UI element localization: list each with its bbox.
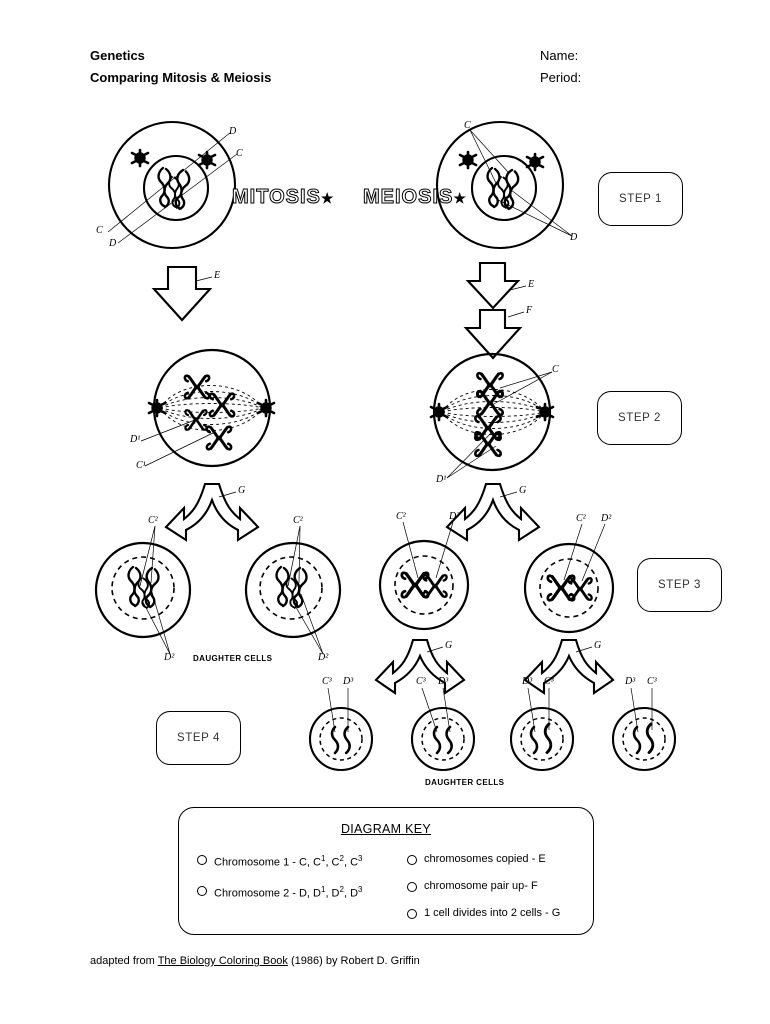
step-2-box[interactable]: STEP 2 [597, 391, 682, 445]
caption-daughter-cells-mitosis: DAUGHTER CELLS [193, 654, 273, 663]
label-step1-mitosis-c-bottom: C [96, 225, 103, 236]
label-step4-cell1-d3: D³ [343, 676, 354, 687]
label-step2-meiosis-c: C [552, 364, 559, 375]
attribution-book-title: The Biology Coloring Book [157, 955, 288, 967]
label-arrow-meiosis-g2a: G [445, 640, 453, 651]
step3-meiosis-cell-left [378, 521, 470, 631]
step-4-box[interactable]: STEP 4 [156, 711, 241, 765]
step4-cell-4 [611, 687, 677, 772]
key-item-label: Chromosome 1 - C, C1, C2, C3 [214, 854, 363, 869]
key-item-label: chromosome pair up- F [424, 880, 538, 892]
label-step3-meiosis-left-c2: C² [396, 511, 406, 522]
key-item-cell-divides[interactable]: 1 cell divides into 2 cells - G [407, 906, 560, 920]
label-step4-cell1-c3: C³ [322, 676, 332, 687]
step4-cell-1 [308, 687, 374, 772]
label-arrow-mitosis-g: G [238, 485, 246, 496]
step-1-box[interactable]: STEP 1 [598, 172, 683, 226]
name-label: Name: [540, 48, 579, 63]
key-item-label: chromosomes copied - E [424, 853, 546, 865]
label-step3-mitosis-left-d2: D² [164, 652, 175, 663]
page-title: Genetics [90, 48, 145, 63]
key-item-label: Chromosome 2 - D, D1, D2, D3 [214, 884, 363, 900]
label-step4-cell3-c3: C³ [544, 676, 554, 687]
diagram-key-box: DIAGRAM KEY Chromosome 1 - C, C1, C2, C3… [178, 807, 594, 935]
key-item-chromosome-pair-up[interactable]: chromosome pair up- F [407, 879, 560, 893]
step4-cell-3 [509, 687, 575, 772]
step3-mitosis-cell-right [244, 525, 342, 655]
mitosis-heading: MITOSIS★ [232, 186, 335, 209]
caption-daughter-cells-meiosis: DAUGHTER CELLS [425, 778, 505, 787]
page-subtitle: Comparing Mitosis & Meiosis [90, 70, 272, 85]
label-step1-meiosis-c: C [464, 120, 471, 131]
label-step1-mitosis-d-bottom: D [109, 238, 117, 249]
key-item-chromosomes-copied[interactable]: chromosomes copied - E [407, 852, 560, 866]
label-step3-mitosis-right-c2: C² [293, 515, 303, 526]
step3-mitosis-cell-left [94, 525, 192, 655]
attribution-suffix: (1986) by Robert D. Griffin [287, 955, 420, 967]
label-step3-meiosis-right-c2: C² [576, 513, 586, 524]
label-step2-mitosis-c1: C¹ [136, 460, 146, 471]
key-item-chromosome-1[interactable]: Chromosome 1 - C, C1, C2, C3 [197, 852, 362, 870]
label-step4-cell4-d3: D³ [625, 676, 636, 687]
label-arrow-meiosis-g1: G [519, 485, 527, 496]
label-step1-mitosis-c-top: C [236, 148, 243, 159]
key-item-label: 1 cell divides into 2 cells - G [424, 907, 561, 919]
label-step1-mitosis-d-top: D [229, 126, 237, 137]
attribution-prefix: adapted from [90, 955, 158, 967]
label-step3-meiosis-left-d2: D² [449, 511, 460, 522]
arrow-meiosis-pair [463, 308, 525, 360]
label-step2-mitosis-d1: D¹ [130, 434, 141, 445]
star-glyph: ★ [453, 190, 467, 206]
step-3-box[interactable]: STEP 3 [637, 558, 722, 612]
label-step3-mitosis-left-c2: C² [148, 515, 158, 526]
label-step4-cell2-c3: C³ [416, 676, 426, 687]
diagram-key-left-column: Chromosome 1 - C, C1, C2, C3 Chromosome … [197, 852, 362, 913]
arrow-mitosis-copy [151, 265, 213, 322]
step3-meiosis-cell-right [523, 523, 615, 634]
checkbox-circle-icon[interactable] [407, 909, 417, 919]
diagram-key-title: DIAGRAM KEY [340, 822, 432, 836]
label-step2-meiosis-d1: D¹ [436, 474, 447, 485]
label-arrow-meiosis-g2b: G [594, 640, 602, 651]
key-item-chromosome-2[interactable]: Chromosome 2 - D, D1, D2, D3 [197, 883, 362, 901]
step2-meiosis-cell [429, 352, 555, 479]
arrow-meiosis-copy [465, 261, 527, 310]
step1-mitosis-cell [107, 120, 238, 250]
period-label: Period: [540, 70, 582, 85]
label-arrow-meiosis-e: E [528, 279, 535, 290]
step2-mitosis-cell [140, 348, 276, 468]
meiosis-heading: MEIOSIS★ [362, 186, 467, 209]
checkbox-circle-icon[interactable] [197, 855, 207, 865]
checkbox-circle-icon[interactable] [197, 885, 207, 896]
label-arrow-meiosis-f: F [526, 305, 533, 316]
checkbox-circle-icon[interactable] [407, 855, 417, 865]
label-arrow-mitosis-e: E [214, 270, 221, 281]
label-step4-cell3-d3: D³ [522, 676, 533, 687]
label-step4-cell2-d3: D³ [438, 676, 449, 687]
label-step1-meiosis-d: D [570, 232, 578, 243]
worksheet-title-block: Genetics Comparing Mitosis & Meiosis [90, 45, 271, 89]
label-step3-mitosis-right-d2: D² [318, 652, 329, 663]
diagram-key-right-column: chromosomes copied - E chromosome pair u… [407, 852, 560, 933]
label-step3-meiosis-right-d2: D² [601, 513, 612, 524]
student-info-block: Name: Period: [540, 45, 581, 89]
step4-cell-2 [410, 687, 476, 772]
star-glyph: ★ [320, 190, 335, 206]
source-attribution: adapted from The Biology Coloring Book (… [90, 955, 420, 967]
checkbox-circle-icon[interactable] [407, 882, 417, 892]
label-step4-cell4-c3: C³ [647, 676, 657, 687]
step1-meiosis-cell [435, 120, 573, 250]
